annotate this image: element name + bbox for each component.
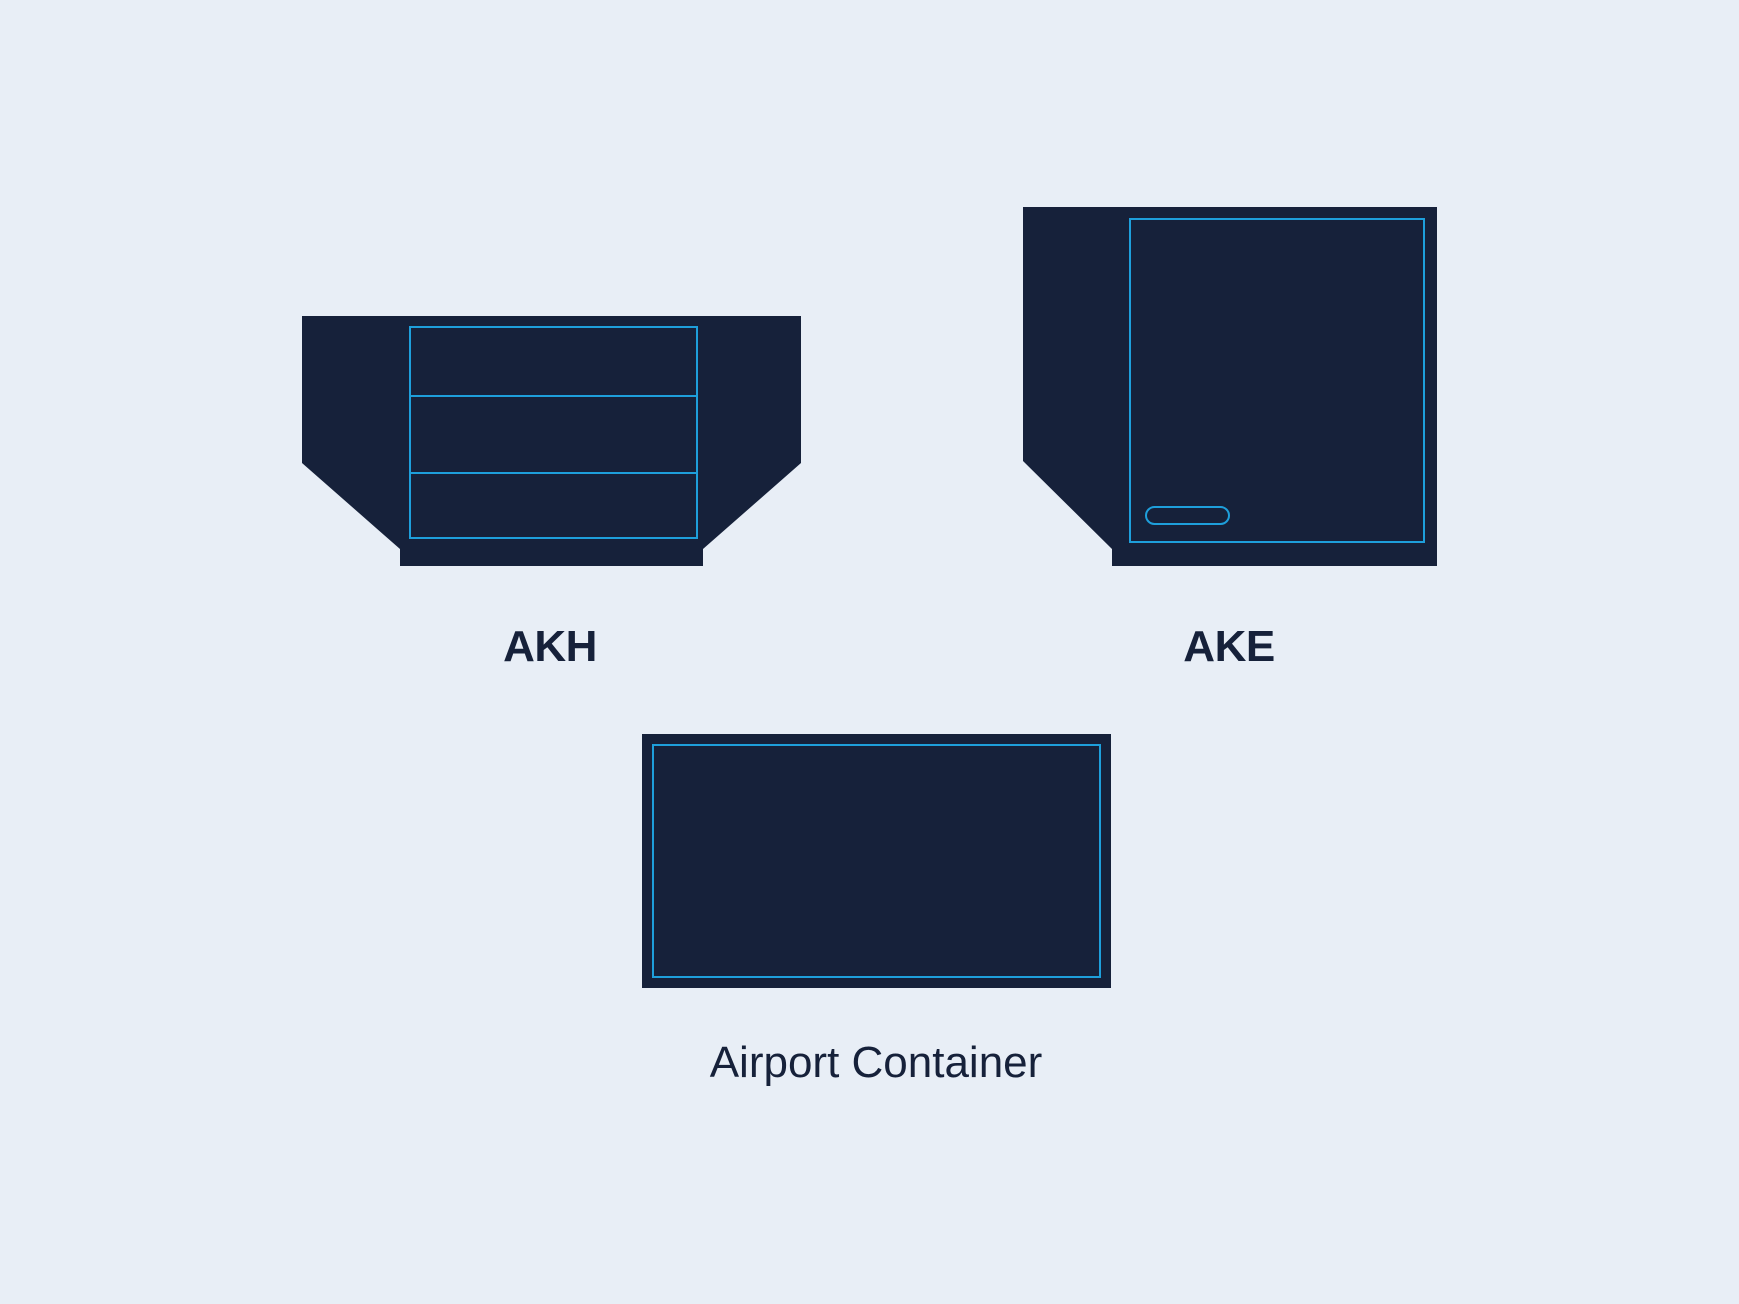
ake-label: AKE (1183, 622, 1275, 671)
ake-door-panel (1129, 218, 1425, 543)
ake-door-handle (1145, 506, 1230, 525)
airport-container (642, 734, 1111, 988)
airport-container-panel (652, 744, 1101, 978)
ake-body (1023, 207, 1437, 566)
akh-body (302, 316, 801, 566)
airport-container-label: Airport Container (709, 1038, 1043, 1087)
akh-label: AKH (503, 622, 597, 671)
akh-door-panel (409, 326, 698, 539)
ake-container (1023, 207, 1437, 566)
akh-container (302, 316, 801, 566)
airport-container-body (642, 734, 1111, 988)
